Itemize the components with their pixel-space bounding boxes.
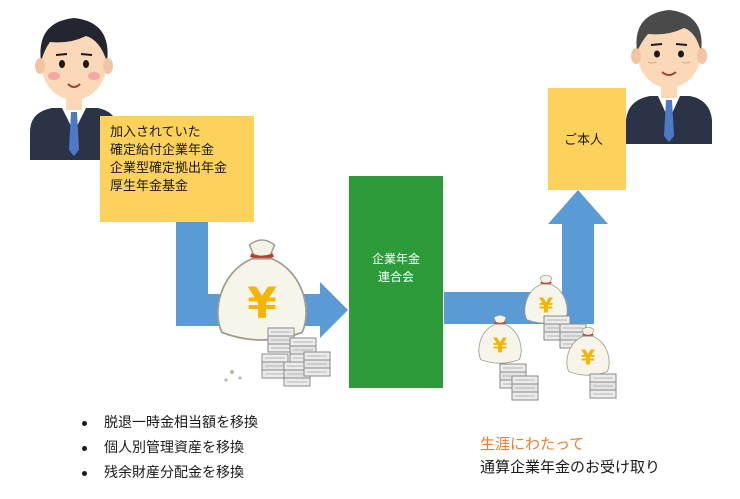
pension-fund-box: 企業年金 連合会 — [349, 176, 443, 388]
svg-text:¥: ¥ — [247, 280, 277, 329]
source-line-1: 加入されていた — [110, 125, 201, 140]
bullet-item: 個人別管理資産を移換 — [78, 436, 258, 461]
cash-stack-icon — [499, 363, 539, 401]
money-bag-icon: ¥ — [477, 314, 523, 365]
svg-text:¥: ¥ — [539, 293, 553, 317]
fund-line-1: 企業年金 — [371, 252, 420, 266]
source-line-2: 確定給付企業年金 — [110, 143, 215, 158]
bullet-item: 残余財産分配金を移換 — [78, 461, 258, 486]
bullet-item: 脱退一時金相当額を移換 — [78, 411, 258, 436]
member-box: ご本人 — [548, 88, 626, 190]
money-bag-icon: ¥ — [565, 326, 611, 377]
cash-stack-icon — [261, 327, 331, 387]
transfer-bullet-list: 脱退一時金相当額を移換 個人別管理資産を移換 残余財産分配金を移換 — [78, 411, 258, 486]
young-businessman-icon — [30, 18, 118, 160]
svg-text:¥: ¥ — [581, 345, 595, 369]
coin-dots — [224, 370, 242, 382]
money-bag-icon: ¥ — [215, 238, 309, 342]
svg-text:¥: ¥ — [493, 333, 507, 357]
source-line-4: 厚生年金基金 — [110, 179, 189, 194]
member-label: ご本人 — [564, 133, 604, 148]
flow-arrow-icon — [444, 190, 608, 324]
fund-line-2: 連合会 — [377, 270, 414, 284]
cash-stack-icon — [589, 373, 617, 399]
source-pension-box: 加入されていた 確定給付企業年金 企業型確定拠出年金 厚生年金基金 — [100, 116, 254, 222]
lifetime-highlight: 生涯にわたって — [480, 435, 585, 453]
money-bag-icon: ¥ — [523, 274, 569, 325]
pension-receipt-text: 通算企業年金のお受け取り — [480, 458, 661, 476]
source-line-3: 企業型確定拠出年金 — [110, 161, 228, 176]
senior-businessman-icon — [626, 10, 712, 144]
